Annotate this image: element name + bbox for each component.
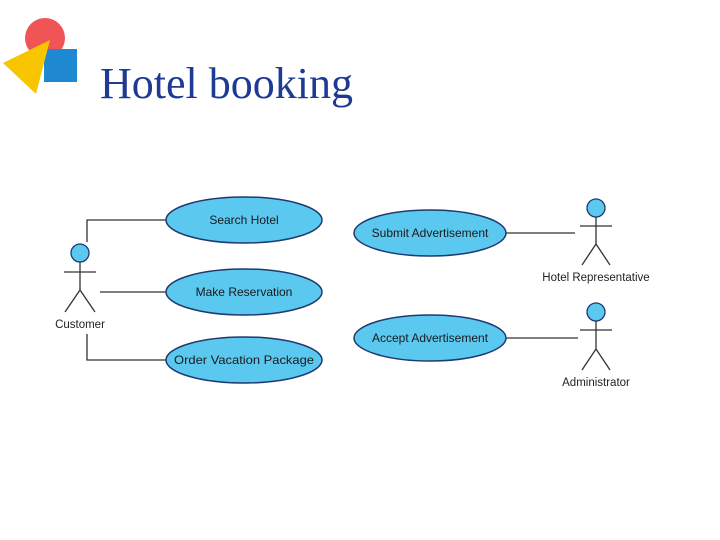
actor-customer[interactable]: Customer bbox=[55, 243, 105, 331]
association-line bbox=[86, 219, 168, 242]
actor-head-icon bbox=[586, 198, 606, 218]
actor-head-icon bbox=[586, 302, 606, 322]
use-case-submit-advertisement[interactable]: Submit Advertisement bbox=[353, 209, 507, 257]
association-line bbox=[86, 334, 166, 361]
use-case-search-hotel[interactable]: Search Hotel bbox=[165, 196, 323, 244]
actor-head-icon bbox=[70, 243, 90, 263]
use-case-make-reservation[interactable]: Make Reservation bbox=[165, 268, 323, 316]
logo bbox=[3, 18, 77, 94]
use-case-label: Submit Advertisement bbox=[372, 226, 489, 240]
slide-title: Hotel booking bbox=[100, 59, 353, 108]
use-case-label: Search Hotel bbox=[209, 213, 278, 227]
use-case-label: Order Vacation Package bbox=[174, 353, 314, 367]
use-case-label: Accept Advertisement bbox=[372, 331, 489, 345]
actor-label: Hotel Representative bbox=[542, 272, 649, 284]
use-case-label: Make Reservation bbox=[196, 285, 293, 299]
actor-hotel-representative[interactable]: Hotel Representative bbox=[542, 198, 650, 284]
use-case-order-vacation-package[interactable]: Order Vacation Package bbox=[165, 336, 323, 384]
use-case-accept-advertisement[interactable]: Accept Advertisement bbox=[353, 314, 507, 362]
logo-yellow-triangle bbox=[3, 40, 50, 94]
logo-blue-square bbox=[44, 49, 77, 82]
actor-administrator[interactable]: Administrator bbox=[562, 302, 630, 389]
actor-label: Customer bbox=[55, 319, 105, 331]
actor-label: Administrator bbox=[562, 377, 630, 389]
